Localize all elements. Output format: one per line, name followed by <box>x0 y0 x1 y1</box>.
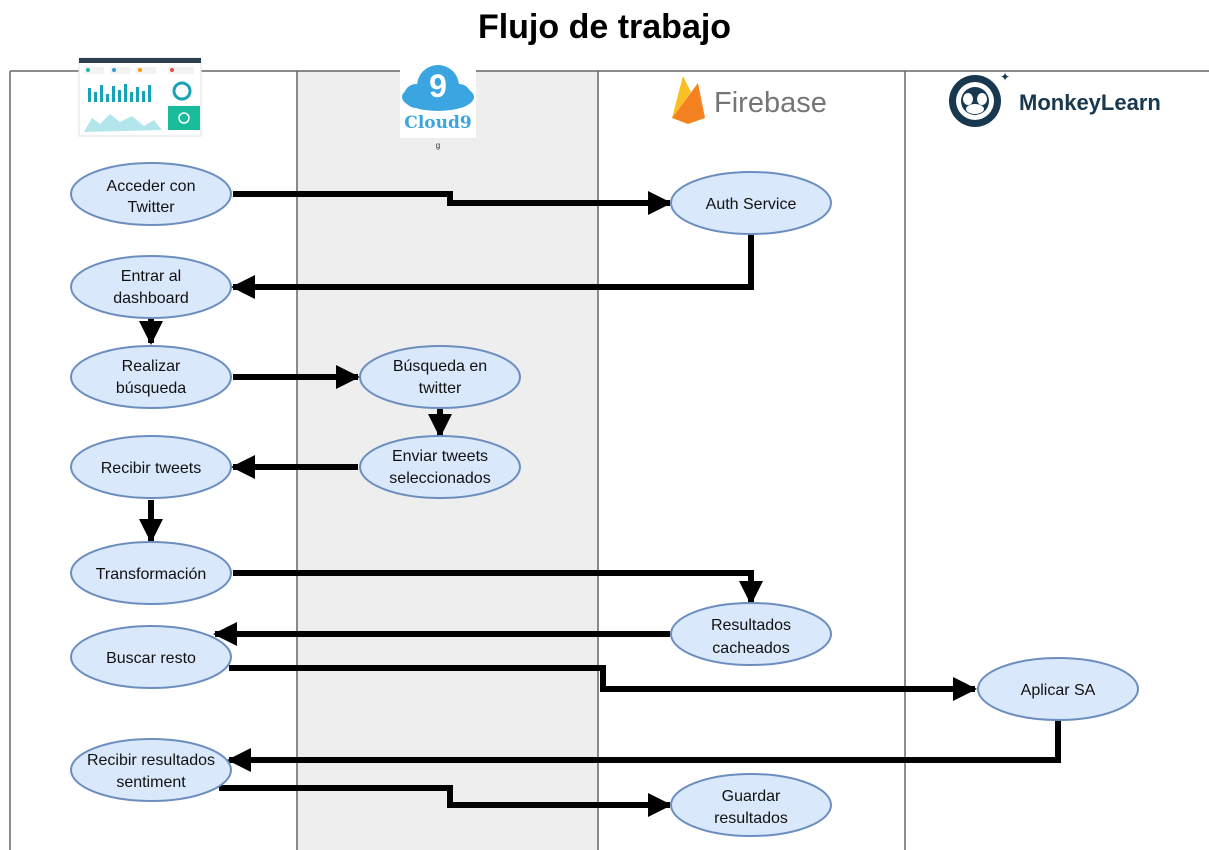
node-recibir-tweets[interactable]: Recibir tweets <box>70 435 232 499</box>
firebase-brand: Firebase <box>714 87 827 119</box>
svg-text:Recibir tweets: Recibir tweets <box>101 460 201 477</box>
connectors <box>139 191 1061 817</box>
svg-text:✦: ✦ <box>1000 70 1010 84</box>
edge-acceder-to-auth <box>233 191 672 215</box>
cloud9-digit: 9 <box>429 68 447 104</box>
node-buscar-resto[interactable]: Buscar resto <box>70 625 232 689</box>
edge-recibir-resultados-to-guardar <box>219 785 672 817</box>
monkeylearn-face-icon: ✦ <box>949 70 1010 127</box>
node-transformacion[interactable]: Transformación <box>70 541 232 605</box>
cloud9-brand: Cloud9 <box>404 113 471 133</box>
firebase-flame-icon <box>672 76 705 124</box>
svg-text:Transformación: Transformación <box>96 566 207 583</box>
monkeylearn-brand: MonkeyLearn <box>1019 90 1161 115</box>
node-auth-service[interactable]: Auth Service <box>670 171 832 235</box>
cloud9-logo: 9 Cloud9 <box>400 65 476 138</box>
svg-text:Aplicar SA: Aplicar SA <box>1021 682 1096 699</box>
page-title: Flujo de trabajo <box>477 8 732 46</box>
edge-auth-to-entrar <box>231 233 754 299</box>
svg-text:Auth Service: Auth Service <box>706 196 797 213</box>
dashboard-thumbnail-icon <box>78 57 202 137</box>
cloud9-caption: g <box>436 141 440 150</box>
edge-transformacion-to-cacheados <box>233 570 763 605</box>
edge-buscar-to-aplicar <box>229 665 977 701</box>
node-aplicar-sa[interactable]: Aplicar SA <box>977 657 1139 721</box>
svg-text:Buscar resto: Buscar resto <box>106 650 196 667</box>
edge-aplicar-to-recibir-resultados <box>227 720 1061 772</box>
